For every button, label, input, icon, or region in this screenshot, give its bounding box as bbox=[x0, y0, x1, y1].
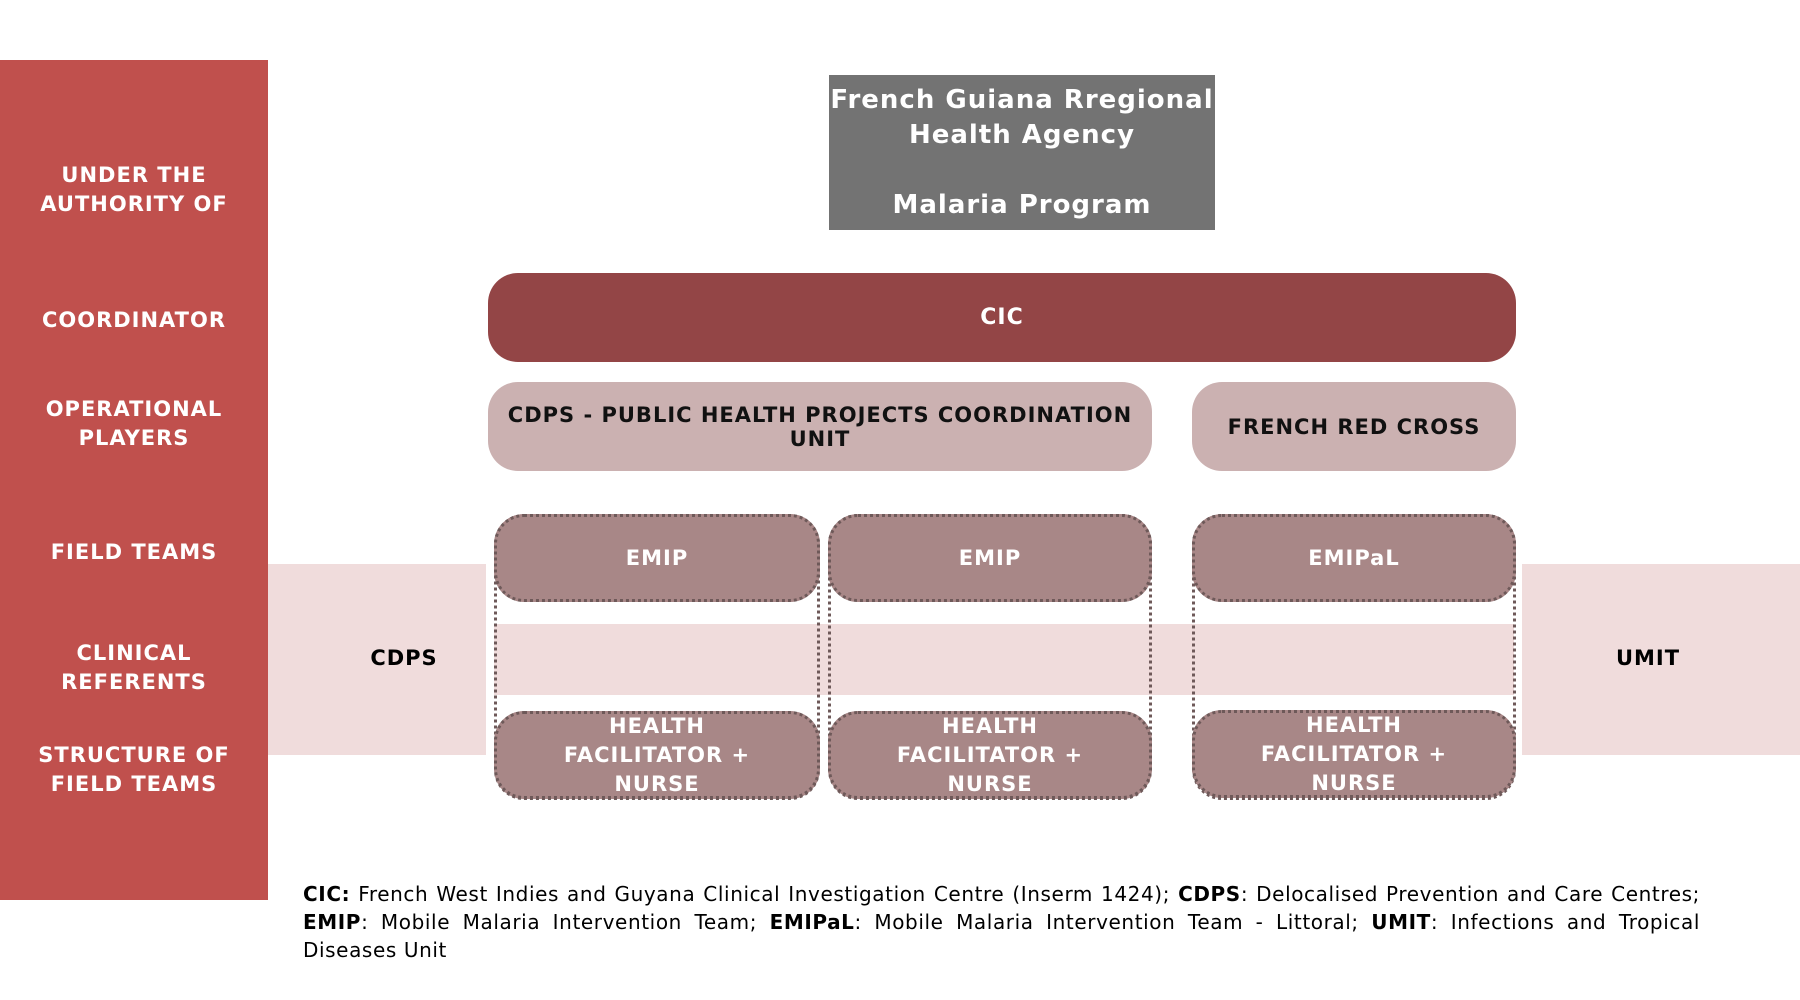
cdps-band bbox=[268, 564, 486, 755]
umit-band bbox=[1522, 564, 1800, 755]
field-team-box-3: EMIPaL bbox=[1192, 514, 1516, 602]
footnote-abbr-emipal: EMIPaL bbox=[769, 910, 855, 934]
field-team-label-1: EMIP bbox=[625, 545, 689, 570]
row-label-coordinator: COORDINATOR bbox=[41, 307, 227, 332]
row-label-field-teams: FIELD TEAMS bbox=[50, 539, 218, 564]
footnote-abbr-umit: UMIT bbox=[1371, 910, 1431, 934]
footnote-abbr-cdps: CDPS bbox=[1178, 882, 1241, 906]
row-label-sidebar bbox=[0, 60, 268, 900]
operational-box-red-cross: FRENCH RED CROSS bbox=[1192, 382, 1516, 471]
structure-box-2: HEALTH FACILITATOR + NURSE bbox=[828, 711, 1152, 799]
field-team-box-1: EMIP bbox=[494, 514, 820, 602]
footnote-text-cic: French West Indies and Guyana Clinical I… bbox=[350, 882, 1179, 906]
coordinator-box: CIC bbox=[488, 273, 1516, 362]
field-team-box-2: EMIP bbox=[828, 514, 1152, 602]
structure-label-3: HEALTH FACILITATOR + NURSE bbox=[1260, 712, 1448, 795]
authority-line-3: Malaria Program bbox=[892, 189, 1152, 220]
coordinator-label: CIC bbox=[980, 305, 1024, 330]
structure-box-3: HEALTH FACILITATOR + NURSE bbox=[1192, 710, 1516, 798]
structure-label-2: HEALTH FACILITATOR + NURSE bbox=[896, 713, 1084, 796]
structure-label-1: HEALTH FACILITATOR + NURSE bbox=[563, 713, 751, 796]
footnote-text-emipal: : Mobile Malaria Intervention Team - Lit… bbox=[854, 910, 1372, 934]
row-label-clinical-referents: CLINICAL REFERENTS bbox=[61, 641, 207, 694]
clinical-label-umit: UMIT bbox=[1615, 646, 1681, 670]
field-team-label-3: EMIPaL bbox=[1308, 545, 1400, 570]
clinical-referents-band bbox=[494, 624, 1514, 695]
footnote-abbr-emip: EMIP bbox=[303, 910, 362, 934]
authority-line-1: French Guiana Rregional bbox=[830, 84, 1214, 115]
authority-line-2: Health Agency bbox=[908, 119, 1136, 150]
operational-label-cdps: CDPS - PUBLIC HEALTH PROJECTS COORDINATI… bbox=[507, 402, 1133, 451]
structure-box-1: HEALTH FACILITATOR + NURSE bbox=[494, 711, 820, 799]
operational-box-cdps: CDPS - PUBLIC HEALTH PROJECTS COORDINATI… bbox=[488, 382, 1152, 471]
footnote-text-umit: : Infections and Tropical Diseases Unit bbox=[303, 910, 1700, 962]
legend-footnote: CIC: French West Indies and Guyana Clini… bbox=[303, 880, 1700, 964]
footnote-text-emip: : Mobile Malaria Intervention Team; bbox=[361, 910, 770, 934]
footnote-abbr-cic: CIC: bbox=[303, 882, 351, 906]
row-label-operational-players: OPERATIONAL PLAYERS bbox=[45, 397, 223, 450]
field-team-label-2: EMIP bbox=[958, 545, 1022, 570]
operational-label-red-cross: FRENCH RED CROSS bbox=[1227, 414, 1481, 439]
row-label-structure: STRUCTURE OF FIELD TEAMS bbox=[38, 743, 230, 796]
footnote-text-cdps: : Delocalised Prevention and Care Centre… bbox=[1240, 882, 1700, 906]
clinical-label-cdps: CDPS bbox=[370, 646, 438, 670]
authority-box: French Guiana Rregional Health Agency Ma… bbox=[829, 75, 1215, 230]
row-label-authority: UNDER THE AUTHORITY OF bbox=[40, 163, 228, 216]
